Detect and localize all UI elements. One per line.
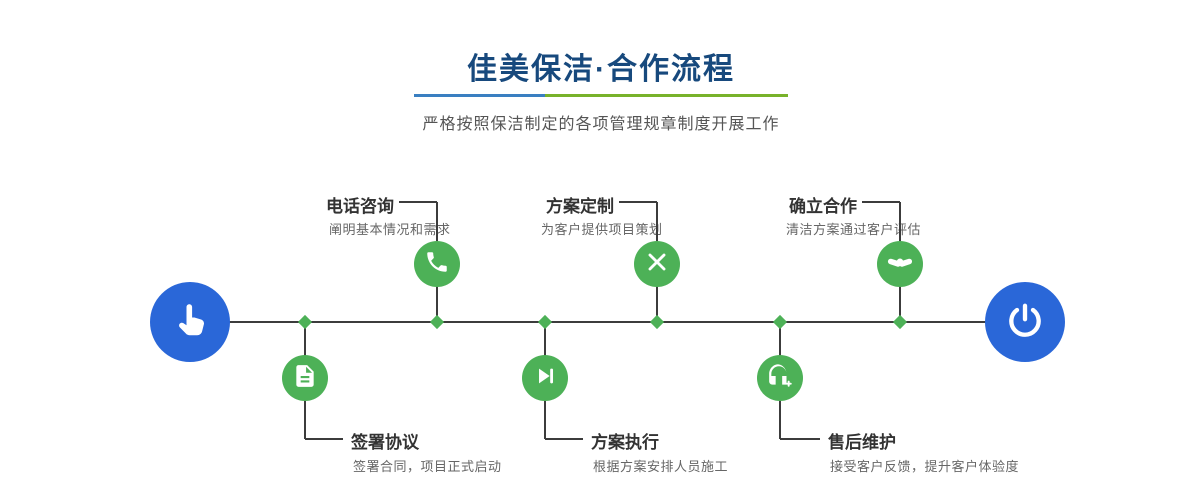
connector [544, 324, 546, 356]
step-desc-phone: 阐明基本情况和需求 [329, 222, 451, 237]
play-icon [532, 363, 558, 394]
timeline-line [190, 321, 1025, 323]
connector [619, 201, 657, 203]
timeline-diamond [429, 314, 445, 330]
step-title-aftersales: 售后维护 [828, 433, 896, 452]
connector [899, 202, 901, 241]
step-desc-execution: 根据方案安排人员施工 [593, 459, 729, 474]
hand-pointer-icon [169, 299, 211, 346]
pencil-ruler-icon [644, 249, 670, 280]
cooperation-step-node [877, 241, 923, 287]
end-node [985, 282, 1065, 362]
timeline-diamond [297, 314, 313, 330]
connector [545, 438, 583, 440]
connector [656, 202, 658, 241]
step-desc-plan: 为客户提供项目策划 [541, 222, 663, 237]
page-subtitle: 严格按照保洁制定的各项管理规章制度开展工作 [422, 116, 780, 133]
connector [779, 324, 781, 356]
step-desc-cooperation: 清洁方案通过客户评估 [786, 222, 922, 237]
connector [436, 202, 438, 241]
contract-icon [292, 363, 318, 394]
plan-step-node [634, 241, 680, 287]
title-divider [414, 94, 788, 97]
timeline-diamond [649, 314, 665, 330]
connector [780, 438, 820, 440]
step-title-phone: 电话咨询 [326, 197, 394, 216]
connector [862, 201, 900, 203]
connector [436, 286, 438, 319]
connector [899, 286, 901, 319]
connector [399, 201, 437, 203]
headset-icon [767, 363, 793, 394]
connector [304, 401, 306, 439]
aftersales-step-node [757, 355, 803, 401]
connector [304, 324, 306, 356]
step-title-contract: 签署协议 [351, 433, 419, 452]
timeline-diamond [537, 314, 553, 330]
connector [779, 401, 781, 439]
timeline-diamond [772, 314, 788, 330]
step-title-plan: 方案定制 [546, 197, 614, 216]
phone-icon [424, 249, 450, 280]
step-desc-aftersales: 接受客户反馈，提升客户体验度 [830, 459, 1020, 474]
contract-step-node [282, 355, 328, 401]
connector [656, 286, 658, 319]
timeline-diamond [892, 314, 908, 330]
step-title-cooperation: 确立合作 [789, 197, 857, 216]
execution-step-node [522, 355, 568, 401]
start-node [150, 282, 230, 362]
connector [544, 401, 546, 439]
handshake-icon [886, 248, 914, 281]
page-title: 佳美保洁·合作流程 [467, 53, 735, 86]
power-icon [1005, 300, 1045, 345]
step-title-execution: 方案执行 [591, 433, 659, 452]
step-desc-contract: 签署合同，项目正式启动 [353, 459, 502, 474]
phone-step-node [414, 241, 460, 287]
connector [305, 438, 343, 440]
